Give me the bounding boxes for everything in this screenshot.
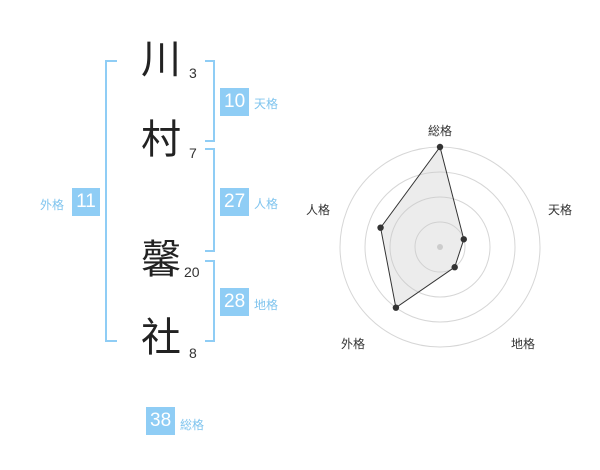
chikaku-label: 地格: [254, 298, 279, 312]
gaikaku-label: 外格: [40, 198, 65, 212]
tenkaku-label: 天格: [254, 97, 279, 111]
soukaku-label: 総格: [180, 418, 205, 432]
chikaku-bracket: [205, 260, 215, 342]
radar-point-3: [392, 304, 400, 311]
gaikaku-bracket: [105, 60, 117, 342]
radar-point-1: [460, 236, 467, 243]
radar-point-2: [451, 264, 458, 271]
radar-label-chikaku: 地格: [511, 337, 536, 351]
radar-label-soukaku: 総格: [428, 124, 453, 138]
stroke-count-2: 7: [189, 145, 197, 161]
radar-polygon: [380, 145, 465, 309]
radar-label-tenkaku: 天格: [548, 203, 573, 217]
radar-ring-1: [414, 221, 466, 273]
radar-point-0: [436, 143, 444, 151]
radar-ring-3: [364, 171, 516, 323]
name-char-3: 馨: [141, 237, 181, 283]
radar-ring-2: [389, 196, 491, 298]
name-char-2: 村: [141, 117, 181, 163]
jinkaku-score: 27: [220, 188, 250, 216]
stroke-count-3: 20: [184, 264, 200, 280]
stroke-count-1: 3: [189, 65, 197, 81]
name-char-4: 社: [141, 315, 181, 361]
radar-center: [437, 244, 443, 250]
chikaku-score: 28: [220, 288, 250, 316]
stroke-count-4: 8: [189, 345, 197, 361]
radar-point-4: [377, 224, 384, 231]
radar-chart: [339, 143, 541, 348]
radar-label-jinkaku: 人格: [306, 203, 331, 217]
jinkaku-bracket: [205, 148, 215, 252]
radar-label-gaikaku: 外格: [341, 337, 366, 351]
gaikaku-score: 11: [72, 188, 100, 216]
soukaku-score: 38: [146, 407, 176, 435]
jinkaku-label: 人格: [254, 197, 279, 211]
name-char-1: 川: [141, 37, 181, 83]
tenkaku-bracket: [205, 60, 215, 142]
tenkaku-score: 10: [220, 88, 250, 116]
